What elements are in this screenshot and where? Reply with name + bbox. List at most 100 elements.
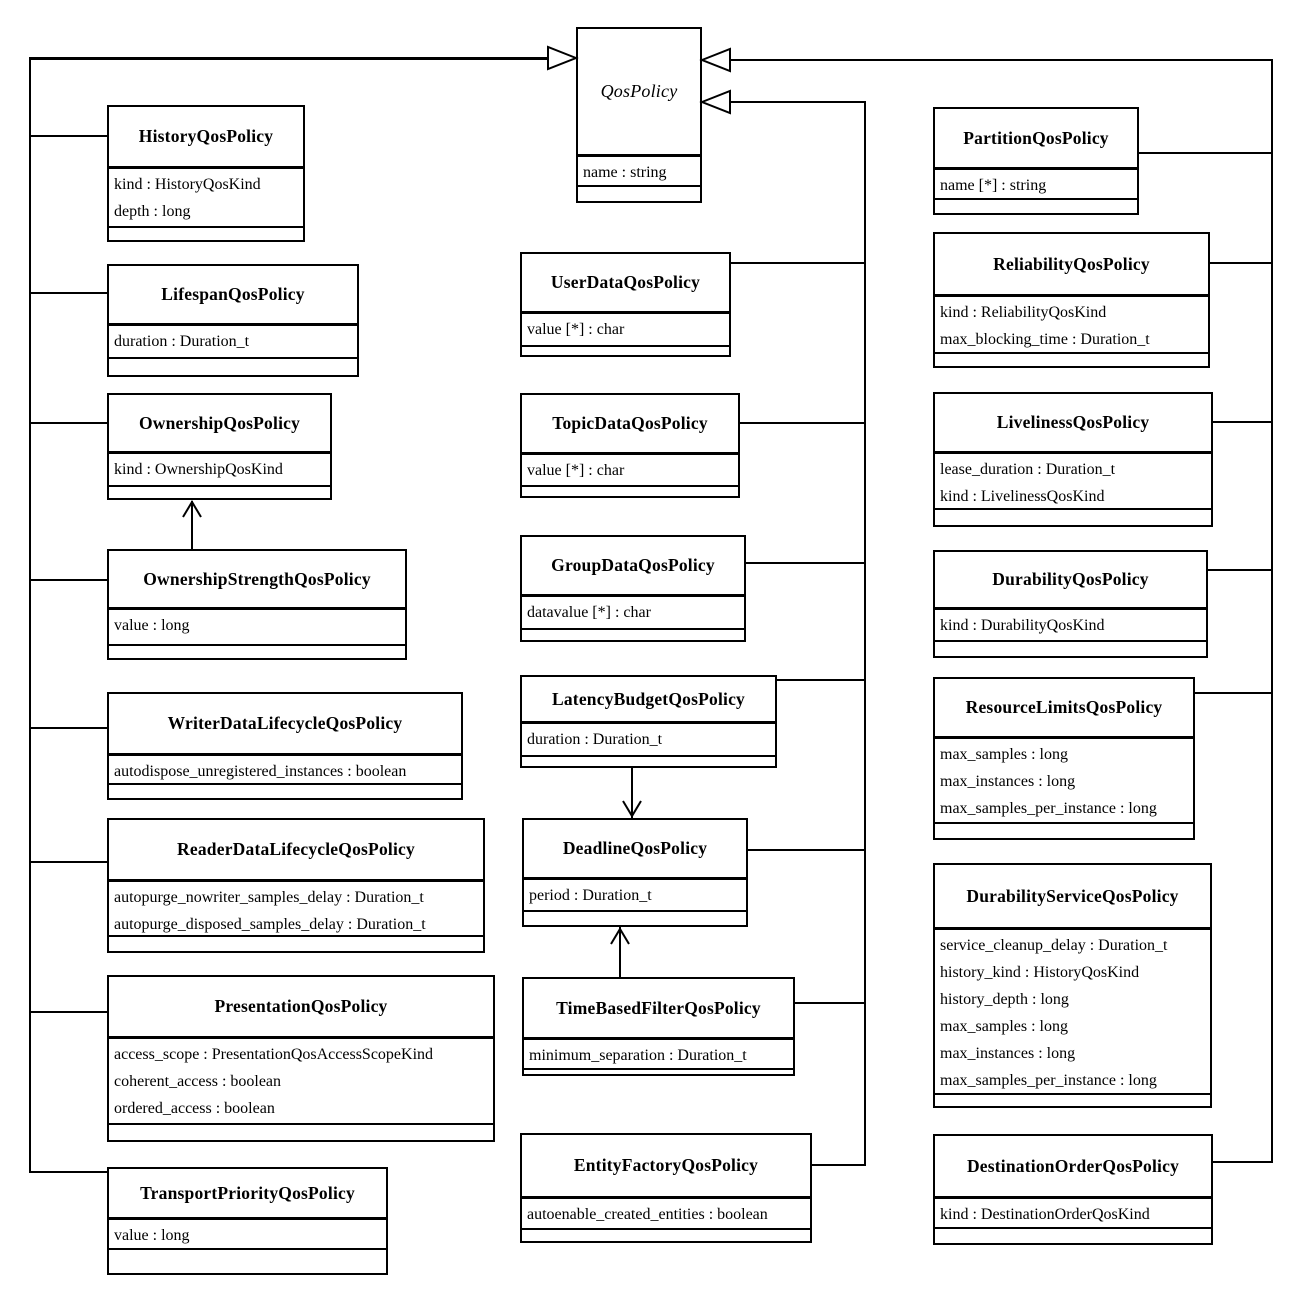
connector-line (746, 562, 866, 564)
class-title: TransportPriorityQosPolicy (109, 1169, 386, 1220)
class-attributes: kind : OwnershipQosKind (109, 454, 330, 487)
class-operations-empty (935, 1229, 1211, 1243)
connector-line (29, 57, 548, 60)
class-attribute: access_scope : PresentationQosAccessScop… (114, 1046, 434, 1063)
class-title: HistoryQosPolicy (109, 107, 303, 169)
generalization-triangle-icon (699, 89, 731, 115)
class-operations-empty (109, 487, 330, 498)
uml-class: TopicDataQosPolicy value [*] : char (520, 393, 740, 498)
class-title: OwnershipQosPolicy (109, 395, 330, 454)
class-attribute: max_samples : long (940, 1018, 1068, 1035)
class-attribute: lease_duration : Duration_t (940, 461, 1116, 478)
connector-line (29, 861, 109, 863)
class-attribute: kind : HistoryQosKind (114, 176, 261, 193)
class-attribute: value [*] : char (527, 462, 625, 479)
class-attribute: name : string (583, 164, 667, 181)
class-attributes: value [*] : char (522, 314, 729, 347)
class-operations-empty (109, 646, 405, 658)
uml-class: OwnershipQosPolicy kind : OwnershipQosKin… (107, 393, 332, 500)
class-operations-empty (109, 1250, 386, 1273)
connector-line (777, 679, 866, 681)
connector-line (1213, 1161, 1273, 1163)
class-operations-empty (522, 347, 729, 355)
class-title: DeadlineQosPolicy (524, 820, 746, 880)
generalization-triangle-icon (547, 45, 579, 71)
class-operations-empty (522, 487, 738, 496)
connector-line (619, 927, 621, 977)
connector-line (29, 727, 109, 729)
class-attributes: value : long (109, 1220, 386, 1250)
class-attribute: history_kind : HistoryQosKind (940, 964, 1140, 981)
class-attributes: minimum_separation : Duration_t (524, 1040, 793, 1070)
class-attribute: coherent_access : boolean (114, 1073, 282, 1090)
class-title: UserDataQosPolicy (522, 254, 729, 314)
class-attributes: kind : DestinationOrderQosKind (935, 1199, 1211, 1229)
uml-class: UserDataQosPolicy value [*] : char (520, 252, 731, 357)
connector-line (1213, 421, 1273, 423)
class-attribute: autodispose_unregistered_instances : boo… (114, 763, 407, 780)
class-operations-empty (109, 359, 357, 375)
uml-class: TransportPriorityQosPolicy value : long (107, 1167, 388, 1275)
connector-line (812, 1164, 866, 1166)
class-attribute: service_cleanup_delay : Duration_t (940, 937, 1168, 954)
class-attribute: datavalue [*] : char (527, 604, 651, 621)
class-title: LivelinessQosPolicy (935, 394, 1211, 454)
class-title: PartitionQosPolicy (935, 109, 1137, 170)
class-title: DestinationOrderQosPolicy (935, 1136, 1211, 1199)
connector-line (29, 1171, 108, 1173)
class-title: ReaderDataLifecycleQosPolicy (109, 820, 483, 882)
class-attribute: ordered_access : boolean (114, 1100, 275, 1117)
class-title: WriterDataLifecycleQosPolicy (109, 694, 461, 756)
connector-line (730, 101, 866, 103)
class-operations-empty (109, 1125, 493, 1140)
class-title: OwnershipStrengthQosPolicy (109, 551, 405, 610)
class-attribute: max_samples : long (940, 746, 1068, 763)
class-attributes: datavalue [*] : char (522, 597, 744, 630)
connector-line (795, 1002, 866, 1004)
connector-line (730, 59, 1273, 61)
class-attribute: autoenable_created_entities : boolean (527, 1206, 768, 1223)
class-attributes: value [*] : char (522, 455, 738, 487)
class-attributes: name : string (578, 157, 700, 187)
class-attribute: duration : Duration_t (114, 333, 250, 350)
class-operations-empty (935, 200, 1137, 213)
class-attribute: kind : DurabilityQosKind (940, 617, 1105, 634)
class-attribute: value [*] : char (527, 321, 625, 338)
class-title: TopicDataQosPolicy (522, 395, 738, 455)
connector-line (731, 262, 866, 264)
connector-line (1195, 692, 1273, 694)
class-attributes: duration : Duration_t (522, 724, 775, 757)
class-attributes: period : Duration_t (524, 880, 746, 912)
generalization-triangle-icon (699, 47, 731, 73)
class-attribute: name [*] : string (940, 177, 1047, 194)
class-attribute: period : Duration_t (529, 887, 652, 904)
class-title: LatencyBudgetQosPolicy (522, 677, 775, 724)
class-attribute: duration : Duration_t (527, 731, 663, 748)
class-operations-empty (522, 630, 744, 640)
connector-line (29, 135, 107, 137)
class-attributes: autopurge_nowriter_samples_delay : Durat… (109, 882, 483, 937)
class-attribute: max_samples_per_instance : long (940, 1072, 1157, 1089)
uml-class: DeadlineQosPolicy period : Duration_t (522, 818, 748, 927)
class-operations-empty (522, 757, 775, 766)
uml-class: GroupDataQosPolicy datavalue [*] : char (520, 535, 746, 642)
connector-line (740, 422, 866, 424)
class-title: TimeBasedFilterQosPolicy (524, 979, 793, 1040)
class-attribute: autopurge_disposed_samples_delay : Durat… (114, 916, 426, 933)
connector-line (748, 849, 866, 851)
uml-class: LatencyBudgetQosPolicy duration : Duratio… (520, 675, 777, 768)
class-attribute: kind : OwnershipQosKind (114, 461, 283, 478)
class-operations-empty (935, 1095, 1210, 1106)
connector-line (191, 501, 193, 549)
class-title: GroupDataQosPolicy (522, 537, 744, 597)
class-attribute: value : long (114, 1227, 190, 1244)
